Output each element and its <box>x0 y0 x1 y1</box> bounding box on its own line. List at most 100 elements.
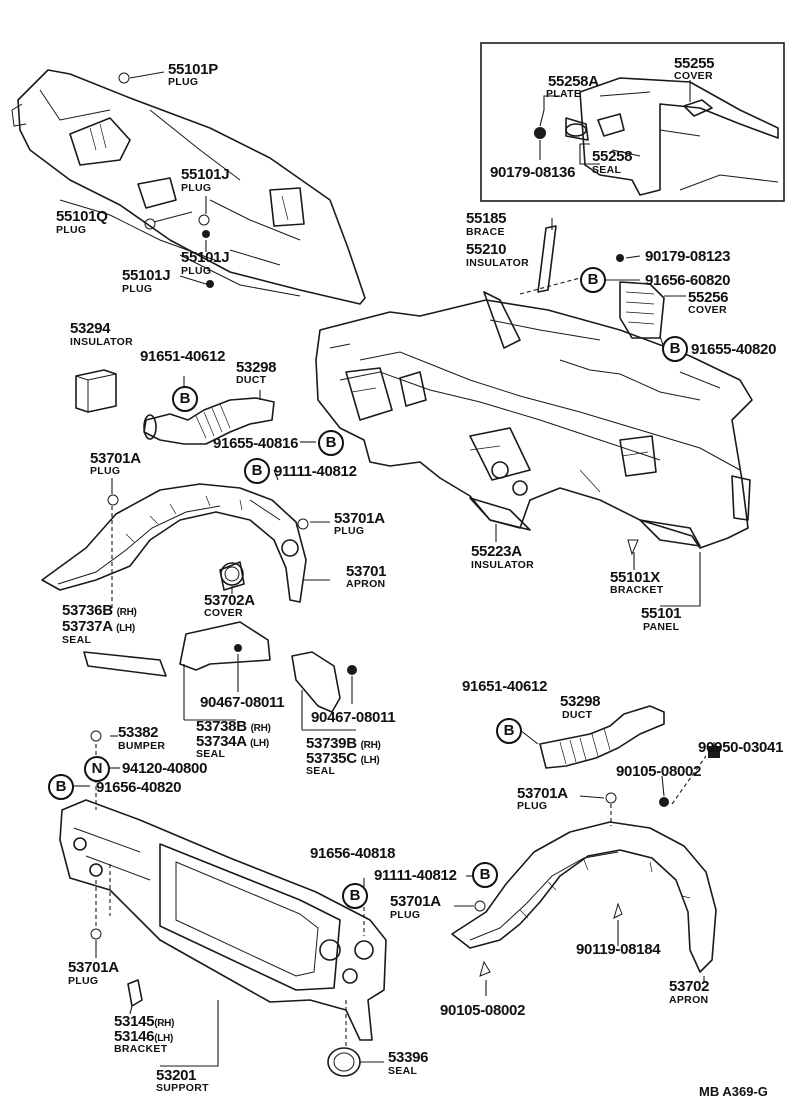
brace-55185 <box>537 225 557 293</box>
label-53739b-side: (RH) <box>360 740 381 751</box>
label-53145-num: 53145(RH) <box>114 1014 174 1031</box>
label-53701a-d-num: 53701A <box>390 893 441 910</box>
label-55258a-desc: PLATE <box>546 88 582 100</box>
apron-53702-lower <box>451 821 717 973</box>
label-55256-num: 55256 <box>688 289 729 306</box>
label-53737a-side: (LH) <box>116 623 135 634</box>
label-55185-desc: BRACE <box>466 226 505 238</box>
label-53701a-e-desc: PLUG <box>68 975 99 987</box>
cover-55256 <box>619 281 665 339</box>
label-53701-desc: APRON <box>346 578 386 590</box>
label-90119-08184: 90119-08184 <box>576 941 661 958</box>
label-53701a-a-desc: PLUG <box>90 465 121 477</box>
label-55101j-c-num: 55101J <box>122 267 171 284</box>
label-53146-desc: BRACKET <box>114 1043 168 1055</box>
inset-frame <box>480 42 785 202</box>
label-91111-40812-b: 91111-40812 <box>374 867 457 884</box>
badge-n-94120-40800: N <box>84 756 110 782</box>
duct-53298-upper <box>143 397 275 445</box>
label-91656-40818: 91656-40818 <box>310 845 396 862</box>
label-55223a-num: 55223A <box>471 543 522 560</box>
label-53736b-code: 53736B <box>62 602 113 619</box>
duct-53298-lower <box>539 705 665 769</box>
label-91651-40612-a: 91651-40612 <box>140 348 226 365</box>
label-53737a-num: 53737A (LH) <box>62 619 135 636</box>
label-53701a-b-desc: PLUG <box>334 525 365 537</box>
label-55101q-desc: PLUG <box>56 224 87 236</box>
label-53396-num: 53396 <box>388 1049 429 1066</box>
badge-b-91656-40818: B <box>342 883 368 909</box>
label-55101x-desc: BRACKET <box>610 584 664 596</box>
label-53701a-b-num: 53701A <box>334 510 385 527</box>
label-53701a-c-desc: PLUG <box>517 800 548 812</box>
label-53702-desc: APRON <box>669 994 709 1006</box>
label-53382-num: 53382 <box>118 724 159 741</box>
label-53701a-e-num: 53701A <box>68 959 119 976</box>
label-53396-desc: SEAL <box>388 1065 418 1077</box>
label-53701a-a-num: 53701A <box>90 450 141 467</box>
seal-53736b <box>83 651 167 677</box>
badge-b-91655-40816: B <box>318 430 344 456</box>
bracket-53145 <box>127 979 143 1007</box>
badge-b-91651-40612-b: B <box>496 718 522 744</box>
label-53702-num: 53702 <box>669 978 710 995</box>
label-53201-num: 53201 <box>156 1067 197 1084</box>
label-55185-num: 55185 <box>466 210 507 227</box>
label-55223a-desc: INSULATOR <box>471 559 534 571</box>
seal-53739b <box>291 651 341 713</box>
leader-lines <box>74 71 715 1067</box>
label-55101j-b-num: 55101J <box>181 249 230 266</box>
label-53734a-desc: SEAL <box>196 748 226 760</box>
label-53298-a-num: 53298 <box>236 359 277 376</box>
plugs-and-bolts <box>90 72 720 977</box>
inset-dash-panel <box>534 77 779 196</box>
badge-b-91655-40820: B <box>662 336 688 362</box>
badge-b-91651-40612-a: B <box>172 386 198 412</box>
label-55101j-a-num: 55101J <box>181 166 230 183</box>
insulator-53294 <box>75 369 117 413</box>
label-90105-08002-a: 90105-08002 <box>616 763 702 780</box>
badge-b-91111-40812-a: B <box>244 458 270 484</box>
label-55256-desc: COVER <box>688 304 727 316</box>
label-53739b-code: 53739B <box>306 735 357 752</box>
label-53298-b-desc: DUCT <box>562 709 593 721</box>
label-53146-code: 53146 <box>114 1028 155 1045</box>
label-53738b-side: (RH) <box>250 723 271 734</box>
label-53738b-num: 53738B (RH) <box>196 719 271 736</box>
label-55101-desc: PANEL <box>643 621 680 633</box>
label-55101p-desc: PLUG <box>168 76 199 88</box>
upper-dash-panel <box>11 69 366 305</box>
label-55258a-num: 55258A <box>548 73 599 90</box>
label-53736b-num: 53736B (RH) <box>62 603 137 620</box>
main-dash-panel <box>315 291 753 549</box>
label-55210-desc: INSULATOR <box>466 257 529 269</box>
label-53739b-num: 53739B (RH) <box>306 736 381 753</box>
badge-b-91656-60820: B <box>580 267 606 293</box>
label-90467-08011-a: 90467-08011 <box>200 694 285 711</box>
diagram-code: MB A369-G <box>699 1084 768 1099</box>
label-53294-desc: INSULATOR <box>70 336 133 348</box>
label-53735c-side: (LH) <box>360 755 380 766</box>
radiator-support-53201 <box>59 799 387 1041</box>
badge-b-91656-40820: B <box>48 774 74 800</box>
label-90179-08136: 90179-08136 <box>490 164 576 181</box>
label-53702a-desc: COVER <box>204 607 243 619</box>
label-53146-num: 53146(LH) <box>114 1029 173 1046</box>
label-55101x-num: 55101X <box>610 569 660 586</box>
label-94120-40800: 94120-40800 <box>122 760 208 777</box>
label-53146-side: (LH) <box>154 1033 174 1044</box>
label-53294-num: 53294 <box>70 320 111 337</box>
label-91111-40812-a: 91111-40812 <box>274 463 357 480</box>
label-53737a-desc: SEAL <box>62 634 92 646</box>
badge-b-91111-40812-b: B <box>472 862 498 888</box>
label-53735c-num: 53735C (LH) <box>306 751 380 768</box>
label-53701a-c-num: 53701A <box>517 785 568 802</box>
label-55255-desc: COVER <box>674 70 713 82</box>
label-91656-40820: 91656-40820 <box>96 779 182 796</box>
label-91655-40816: 91655-40816 <box>213 435 299 452</box>
label-55255-num: 55255 <box>674 55 715 72</box>
label-90467-08011-b: 90467-08011 <box>311 709 396 726</box>
label-53734a-code: 53734A <box>196 733 247 750</box>
label-55101q-num: 55101Q <box>56 208 108 225</box>
